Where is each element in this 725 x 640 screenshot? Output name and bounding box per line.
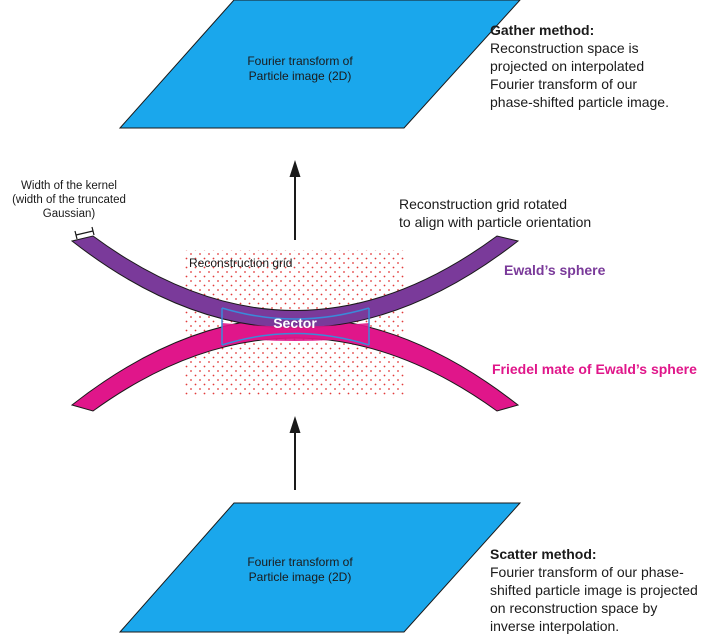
gather-line-3: Fourier transform of our	[490, 76, 637, 92]
scatter-line-2: shifted particle image is projected	[490, 582, 698, 598]
scatter-line-1: Fourier transform of our phase-	[490, 564, 684, 580]
plane-bottom-label-1: Fourier transform of	[247, 555, 353, 569]
scatter-line-4: inverse interpolation.	[490, 618, 619, 634]
kernel-label-3: Gaussian)	[43, 208, 96, 220]
kernel-label-1: Width of the kernel	[21, 180, 117, 192]
rotated-grid-label-1: Reconstruction grid rotated	[399, 196, 567, 212]
reconstruction-grid-label: Reconstruction grid	[189, 256, 292, 270]
gather-title: Gather method:	[490, 22, 594, 38]
plane-top-label-1: Fourier transform of	[247, 54, 353, 68]
friedel-mate-label: Friedel mate of Ewald’s sphere	[492, 361, 697, 377]
gather-line-4: phase-shifted particle image.	[490, 94, 669, 110]
fourier-plane-bottom	[118, 502, 522, 633]
fourier-plane-top	[118, 0, 521, 129]
sector-label: Sector	[273, 315, 317, 331]
gather-line-2: projected on interpolated	[490, 58, 644, 74]
ewald-sphere-label: Ewald’s sphere	[504, 262, 606, 278]
scatter-line-3: on reconstruction space by	[490, 600, 657, 616]
friedel-mate-arc	[70, 317, 520, 412]
plane-bottom-label-2: Particle image (2D)	[249, 570, 352, 584]
arrow-up-top-head	[289, 160, 301, 177]
scatter-title: Scatter method:	[490, 546, 597, 562]
kernel-label-2: (width of the truncated	[12, 194, 126, 206]
arrow-up-bottom-head	[289, 416, 301, 433]
plane-top-label-2: Particle image (2D)	[249, 69, 352, 83]
rotated-grid-label-2: to align with particle orientation	[399, 214, 591, 230]
sector-outline	[221, 307, 370, 346]
gather-line-1: Reconstruction space is	[490, 40, 639, 56]
ewald-sphere-arc	[70, 235, 520, 329]
kernel-width-marker	[74, 226, 95, 240]
